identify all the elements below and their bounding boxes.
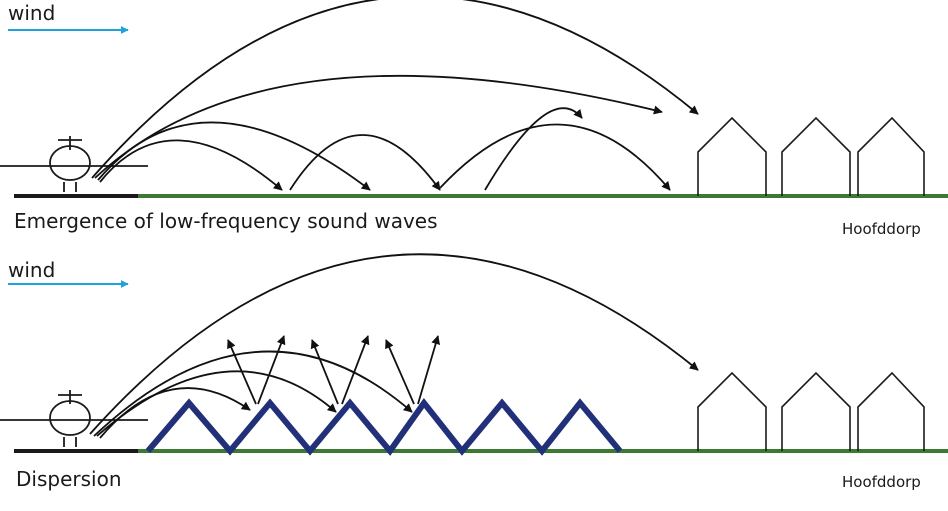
- sound-wave-arrows: [89, 253, 699, 439]
- house-icon: [697, 371, 767, 451]
- house-icon: [857, 116, 925, 196]
- wind-label: wind: [8, 1, 56, 25]
- house-icon: [781, 371, 851, 451]
- house-icon: [857, 371, 925, 451]
- house-icon: [697, 116, 767, 196]
- place-label: Hoofddorp: [842, 220, 921, 238]
- house-icon: [781, 116, 851, 196]
- wind-label: wind: [8, 258, 56, 282]
- place-label: Hoofddorp: [842, 473, 921, 491]
- aircraft-icon: [0, 390, 148, 447]
- panel-caption: Emergence of low-frequency sound waves: [14, 209, 438, 233]
- panel-caption: Dispersion: [16, 467, 122, 491]
- sound-barrier-zigzag: [145, 397, 623, 456]
- aircraft-icon: [0, 136, 148, 192]
- sound-wave-arrows: [91, 0, 699, 191]
